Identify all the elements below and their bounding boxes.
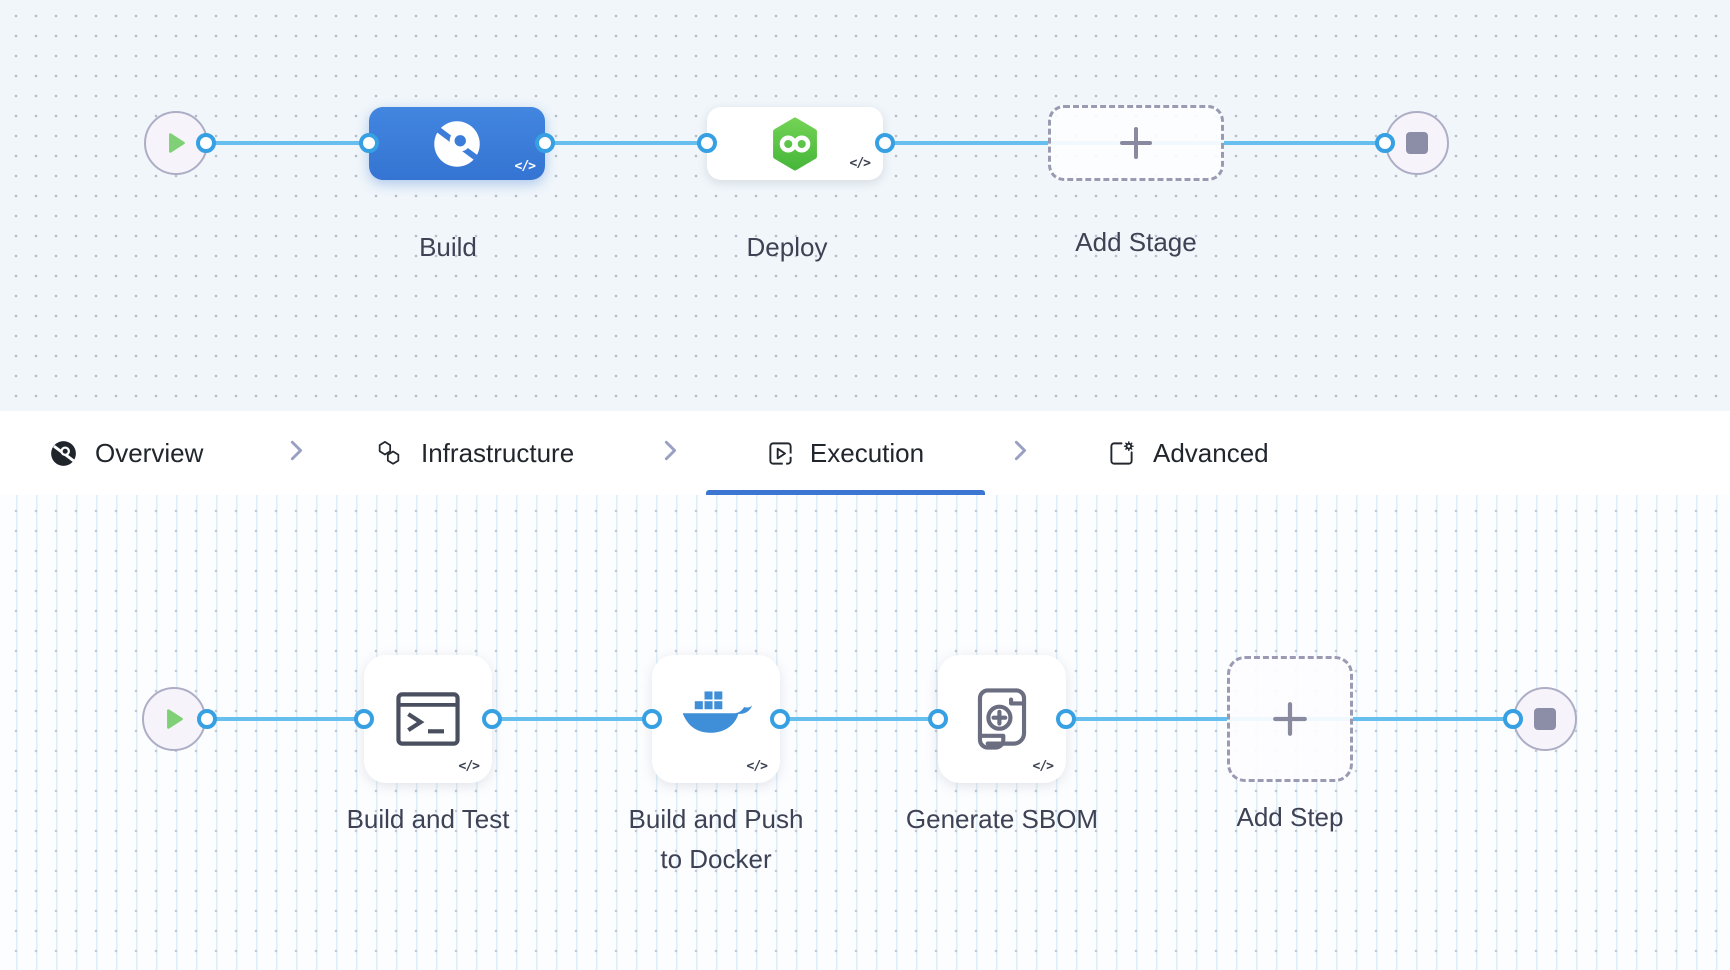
add-stage-button[interactable] [1048,105,1224,181]
step-label-build-and-push: Build and Push to Docker [628,804,804,874]
add-stage-label: Add Stage [1075,227,1197,257]
connector-line [206,717,1513,721]
stage-label-deploy: Deploy [746,232,828,262]
port-dot[interactable] [697,133,717,153]
tab-infrastructure[interactable]: Infrastructure [375,411,574,495]
stage-label-build: Build [419,232,477,262]
step-node-generate-sbom[interactable]: </> [938,655,1066,783]
yaml-code-badge[interactable]: </> [746,759,769,774]
port-dot[interactable] [928,709,948,729]
port-dot[interactable] [875,133,895,153]
execution-step-canvas[interactable]: </> Build and Test </> Build and Push to… [0,495,1730,970]
execution-icon [767,440,794,467]
chevron-right-icon [659,437,681,470]
tab-execution[interactable]: Execution [706,411,985,495]
port-dot[interactable] [1056,709,1076,729]
port-dot[interactable] [642,709,662,729]
pipeline-start-node[interactable] [144,111,208,175]
active-tab-underline [706,490,985,495]
tab-label: Infrastructure [421,437,575,468]
yaml-code-badge[interactable]: </> [514,159,537,174]
port-dot[interactable] [359,133,379,153]
add-step-button[interactable] [1227,656,1353,782]
plus-icon [1273,702,1307,736]
step-label-build-and-test: Build and Test [346,804,510,834]
stage-node-build[interactable]: </> [369,107,545,180]
tab-label: Execution [809,437,925,468]
port-dot[interactable] [482,709,502,729]
step-label-generate-sbom: Generate SBOM [905,804,1099,834]
docker-icon [682,691,753,733]
pipeline-section-tabs: Overview Infrastructure [0,411,1730,495]
port-dot[interactable] [196,133,216,153]
stage-pipeline-canvas[interactable]: </> Build </> Deploy [0,0,1730,411]
play-icon [167,709,183,729]
yaml-code-badge[interactable]: </> [1032,759,1055,774]
tab-label: Overview [95,437,204,468]
stop-icon [1406,132,1428,154]
tab-advanced[interactable]: Advanced [1108,411,1269,495]
plus-icon [1120,127,1152,159]
step-node-build-and-test[interactable]: </> [364,655,492,783]
chevron-right-icon [285,437,307,470]
infrastructure-icon [375,439,403,467]
add-step-label: Add Step [1236,802,1344,832]
play-icon [169,133,185,153]
terminal-run-icon [396,692,460,746]
advanced-icon [1108,440,1135,467]
ci-build-icon [434,120,480,167]
stage-overview-icon [50,440,77,467]
port-dot[interactable] [197,709,217,729]
stage-node-deploy[interactable]: </> [707,107,883,180]
port-dot[interactable] [535,133,555,153]
steps-start-node[interactable] [142,687,206,751]
port-dot[interactable] [770,709,790,729]
cd-deploy-icon [773,117,817,170]
sbom-scroll-icon [977,688,1027,750]
port-dot[interactable] [354,709,374,729]
port-dot[interactable] [1503,709,1523,729]
tab-label: Advanced [1153,437,1269,468]
steps-end-node[interactable] [1513,687,1577,751]
step-node-build-and-push-to-docker[interactable]: </> [652,655,780,783]
yaml-code-badge[interactable]: </> [458,759,481,774]
chevron-right-icon [1009,437,1031,470]
stop-icon [1534,708,1556,730]
port-dot[interactable] [1375,133,1395,153]
tab-overview[interactable]: Overview [50,411,203,495]
yaml-code-badge[interactable]: </> [849,156,872,171]
